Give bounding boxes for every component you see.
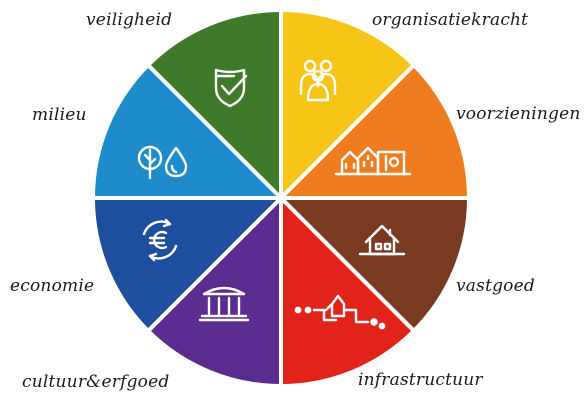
monument-icon — [198, 286, 250, 322]
slice-economie — [91, 196, 283, 333]
slice-infrastructuur — [279, 196, 416, 388]
label-veiligheid: veiligheid — [86, 10, 173, 30]
label-cultuur-erfgoed: cultuur&erfgoed — [22, 372, 170, 392]
slice-cultuur-erfgoed — [146, 196, 283, 388]
buildings-icon — [334, 146, 412, 176]
euro-cycle-icon — [142, 218, 178, 262]
label-milieu: milieu — [32, 105, 87, 125]
house-icon — [358, 224, 406, 256]
label-vastgoed: vastgoed — [456, 276, 535, 296]
slice-vastgoed — [279, 196, 471, 333]
shield-check-icon — [214, 68, 248, 108]
label-infrastructuur: infrastructuur — [358, 370, 483, 390]
slice-organisatiekracht — [279, 8, 416, 200]
people-icon — [299, 59, 337, 102]
slice-veiligheid — [146, 8, 283, 200]
label-economie: economie — [10, 276, 95, 296]
label-voorzieningen: voorzieningen — [456, 104, 581, 124]
label-organisatiekracht: organisatiekracht — [372, 10, 529, 30]
network-icon — [294, 294, 386, 330]
tree-drop-icon — [137, 145, 188, 180]
slice-voorzieningen — [279, 63, 471, 200]
wheel-slices — [91, 8, 471, 388]
